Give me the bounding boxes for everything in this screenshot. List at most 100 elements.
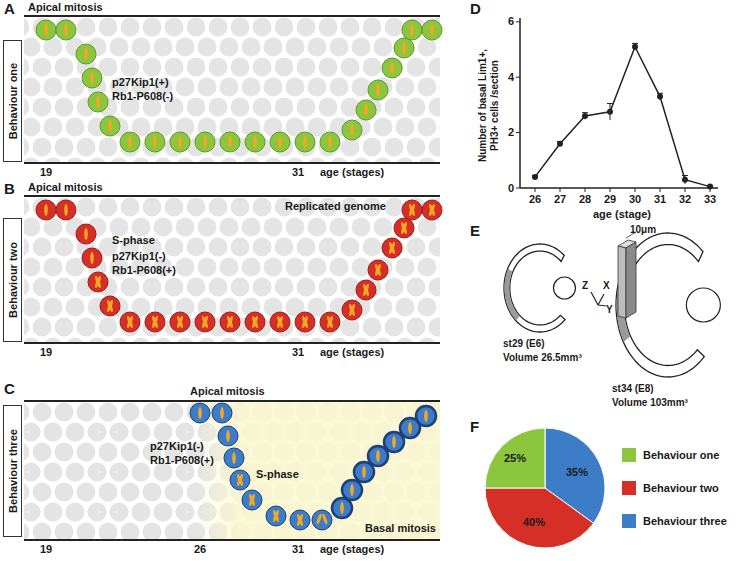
panel-letter: E [470,222,480,239]
behaviour-label-box: Behaviour three [3,405,22,537]
axis-tick: 32 [679,193,691,206]
cell [76,224,96,244]
cell [342,300,362,320]
volume-label: Volume 26.5mm³ [503,352,582,364]
cell [356,280,376,300]
apical-line [24,15,440,17]
axis-tick: 27 [554,193,566,206]
cell [220,312,240,332]
legend-text: Behaviour three [643,515,727,527]
cell [82,248,102,268]
axis-tick: 31 [292,166,304,179]
stage-label: st29 (E6) [503,338,545,350]
eye-outline [504,244,575,332]
basal-line [24,539,440,541]
cell [212,403,232,423]
marker-label: p27Kip1(+) [112,76,169,89]
axis-tick: 4 [508,71,514,84]
legend-text: Behaviour one [643,449,719,461]
cell [36,20,56,40]
axis-tick: 19 [40,166,52,179]
cell [230,470,250,490]
zone-label: Apical mitosis [28,181,103,194]
background-cells [24,18,440,163]
legend-entry: Behaviour three [622,514,727,528]
cell [242,490,262,510]
cell [56,20,76,40]
marker-label: Rb1-P608(+) [150,454,214,467]
marker-label: Rb1-P608(+) [112,264,176,277]
cell [270,312,290,332]
cell [88,92,108,112]
cell [312,510,332,530]
panel-letter: D [470,0,481,17]
behaviour-label: Behaviour one [7,63,19,139]
axis-title: age (stages) [320,346,384,359]
volume-label: Volume 103mm³ [612,397,688,409]
eye-outline [616,233,720,377]
pie-chart [485,428,605,548]
cell [416,406,436,426]
axis-tick: 19 [40,543,52,556]
axis-tick: 6 [508,15,514,28]
panel-letter: B [4,180,15,197]
cell [120,312,140,332]
legend-text: Behaviour two [643,482,719,494]
cell [266,506,286,526]
axis-title: Number of basal Lim1+, PH3+ cells /secti… [477,40,500,170]
basal-line [24,162,440,164]
cell [295,312,315,332]
basal-line [24,342,440,344]
cell [394,38,414,58]
cell [245,132,265,152]
zone-label: Replicated genome [285,200,386,213]
cell [368,260,388,280]
cell [170,132,190,152]
legend-swatch [622,514,636,528]
legend-swatch [622,481,636,495]
background-cells [24,403,440,540]
cell [422,20,442,40]
behaviour-label-box: Behaviour two [3,218,22,342]
cell [295,132,315,152]
axis-tick: 2 [508,126,514,139]
cell [368,446,388,466]
scale-label: 10μm [630,224,656,236]
percent-label: 25% [504,452,526,465]
cell [145,312,165,332]
cell [270,132,290,152]
cell [384,432,404,452]
legend-entry: Behaviour one [622,448,719,462]
axis-tick: 26 [529,193,541,206]
panel-letter: C [4,380,15,397]
axis-tick: 0 [508,182,514,195]
basal-zone [195,402,440,539]
axis-tick: 33 [704,193,716,206]
axis-title: age (stage) [593,208,651,221]
scale-label: Z [582,280,588,292]
cell [368,80,388,100]
cell [100,116,120,136]
behaviour-label-box: Behaviour one [3,40,22,162]
panel-letter: A [4,0,15,17]
cell [36,200,56,220]
axis-tick: 31 [292,346,304,359]
legend-swatch [622,448,636,462]
cell [195,132,215,152]
cell [332,498,352,518]
cell [195,312,215,332]
cell [245,312,265,332]
cell [120,132,140,152]
axis-tick: 31 [292,543,304,556]
cell [218,426,238,446]
cell [342,120,362,140]
zone-label: Apical mitosis [190,385,265,398]
axis-tick: 19 [40,346,52,359]
stage-label: st34 (E8) [612,383,654,395]
cell [356,100,376,120]
cell [190,403,210,423]
cell [342,480,362,500]
cell [382,238,402,258]
marker-label: S-phase [112,234,155,247]
axis-tick: 26 [194,543,206,556]
